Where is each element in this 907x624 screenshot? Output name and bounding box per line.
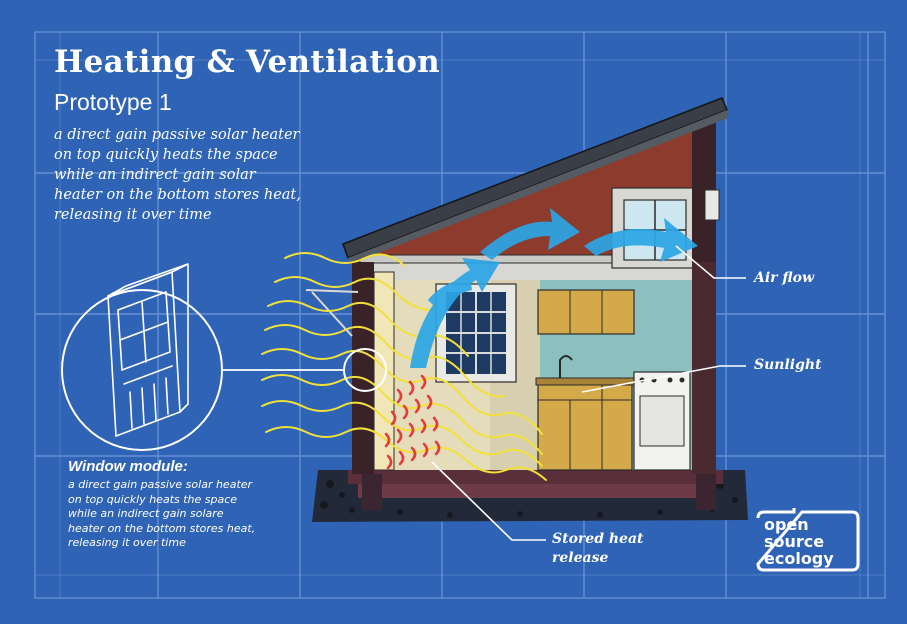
callout-lines <box>431 245 746 541</box>
description-line: heater on the bottom stores heat, <box>54 187 301 203</box>
stored-heat-release <box>384 374 441 470</box>
kitchen <box>535 289 691 471</box>
stored-heat-label-line: release <box>552 550 609 566</box>
window-module-line: a direct gain passive solar heater <box>68 478 253 491</box>
sunlight-label: Sunlight <box>754 357 822 373</box>
foundation <box>348 470 723 484</box>
description-line: a direct gain passive solar heater <box>54 127 300 143</box>
air-flow-label: Air flow <box>754 270 814 286</box>
window-module-wall <box>373 271 395 471</box>
page-title: Heating & Ventilation <box>54 44 441 80</box>
window-module-line: while an indirect gain solare <box>68 507 224 521</box>
window-module-description: a direct gain passive solar heater on to… <box>68 478 298 551</box>
description-line: while an indirect gain solar <box>54 167 256 183</box>
sunlight-rays <box>261 252 547 481</box>
open-source-ecology-logo: open source ecology <box>756 508 860 572</box>
stored-heat-label-line: Stored heat <box>552 531 644 547</box>
stored-heat-label: Stored heat release <box>552 530 644 568</box>
logo-line-source: source <box>764 532 824 551</box>
window-module-line: on top quickly heats the space <box>68 492 238 506</box>
window-module-sketch <box>61 263 387 451</box>
window-module-line: releasing it over time <box>68 536 186 550</box>
logo-line-open: open <box>764 515 809 534</box>
window-module-line: heater on the bottom stores heat, <box>68 521 256 535</box>
description-line: on top quickly heats the space <box>54 147 278 163</box>
window-awning <box>305 289 359 337</box>
page-subtitle: Prototype 1 <box>54 89 172 115</box>
window-module-heading: Window module: <box>68 458 188 475</box>
description-line: releasing it over time <box>54 207 212 223</box>
page-description: a direct gain passive solar heater on to… <box>54 125 354 225</box>
air-flow-arrows <box>410 208 698 368</box>
logo-line-ecology: ecology <box>764 549 834 568</box>
attic-window <box>611 187 697 269</box>
blueprint-grid <box>34 31 886 599</box>
